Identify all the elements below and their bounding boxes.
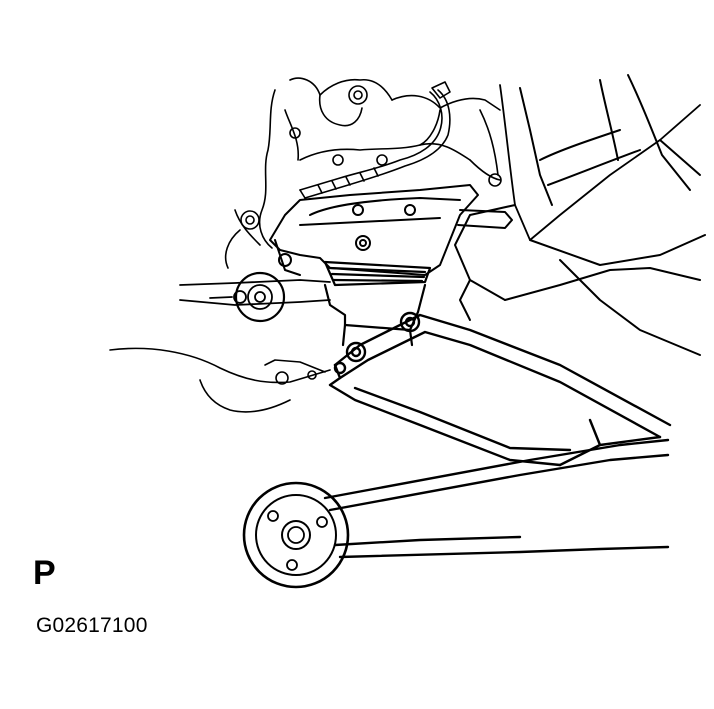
oil-pan (269, 184, 513, 276)
jack-base (323, 438, 670, 559)
suspension-arm (179, 271, 331, 323)
jack-saddle (323, 260, 432, 347)
engine-block (224, 77, 502, 269)
jack-lift-arm (328, 311, 672, 467)
cross-member (109, 347, 331, 413)
vehicle-body-frame (454, 74, 706, 356)
view-label: P (33, 554, 56, 592)
jack-wheel (242, 481, 350, 589)
figure-code: G02617100 (36, 614, 148, 637)
